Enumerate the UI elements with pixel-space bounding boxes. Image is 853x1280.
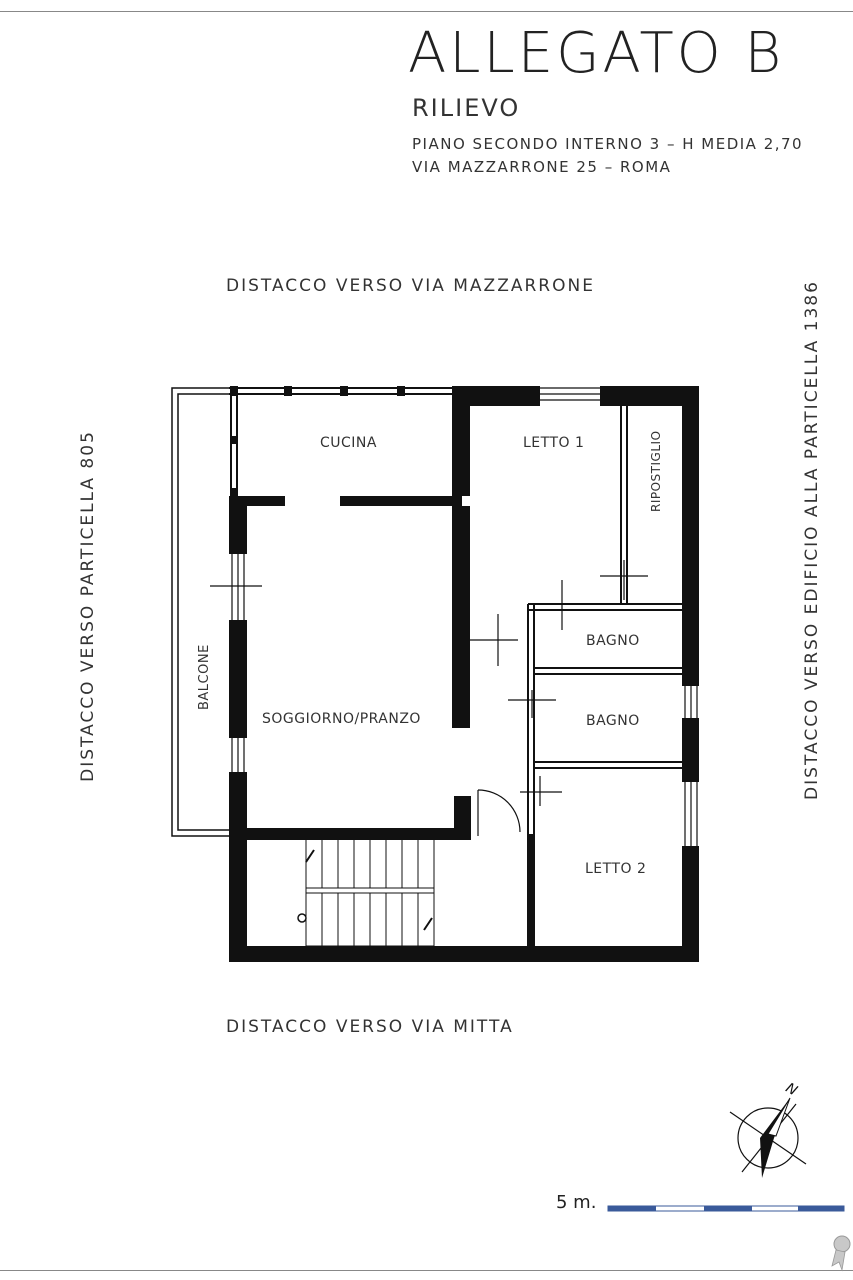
ribbon-stamp-icon [831,1235,851,1272]
wall-left-upper [229,496,247,554]
wall-bottom [229,946,699,962]
label-top-distance: DISTACCO VERSO VIA MAZZARRONE [226,276,595,296]
scale-label: 5 m. [556,1192,597,1213]
wall-stair-right [527,834,535,952]
room-letto-2: LETTO 2 [585,861,646,877]
door-markers [470,560,648,806]
entrance-door [477,789,521,836]
room-cucina: CUCINA [320,435,377,451]
balcony-outline [171,387,229,837]
address-info: VIA MAZZARRONE 25 – ROMA [412,158,672,176]
room-bagno-2: BAGNO [586,713,640,729]
wall-stair-stub [454,796,471,840]
facade-columns [230,386,405,496]
staircase [297,837,435,947]
wall-top-middle [452,386,540,406]
floor-info: PIANO SECONDO INTERNO 3 – H MEDIA 2,70 [412,135,804,153]
right-windows [684,686,698,846]
top-window [540,387,600,401]
wall-central-lower [452,506,470,728]
drawing-title: ALLEGATO B [408,21,785,86]
left-windows [210,554,262,772]
room-soggiorno: SOGGIORNO/PRANZO [262,711,421,727]
room-letto-1: LETTO 1 [523,435,584,451]
wall-kitchen-right [340,496,462,506]
wall-right-lower [682,846,699,962]
wall-kitchen-left [229,496,285,506]
wall-left-middle [229,620,247,738]
room-balcone: BALCONE [197,644,212,710]
wall-top-right [600,386,699,406]
wall-right-upper [682,386,699,686]
drawing-subtitle: RILIEVO [412,94,521,122]
compass-north-label: N [783,1080,801,1099]
wall-central-upper [452,386,470,496]
interior-partitions [527,406,682,834]
wall-stair-top [229,828,471,840]
scale-bar [607,1205,845,1212]
room-bagno-1: BAGNO [586,633,640,649]
compass-icon: N [729,1080,807,1178]
wall-left-lower [229,772,247,962]
bottom-border [0,1270,853,1271]
label-bottom-distance: DISTACCO VERSO VIA MITTA [226,1017,514,1037]
wall-right-middle [682,718,699,782]
top-border [0,11,853,12]
room-ripostiglio: RIPOSTIGLIO [649,430,663,512]
walls [229,386,699,962]
